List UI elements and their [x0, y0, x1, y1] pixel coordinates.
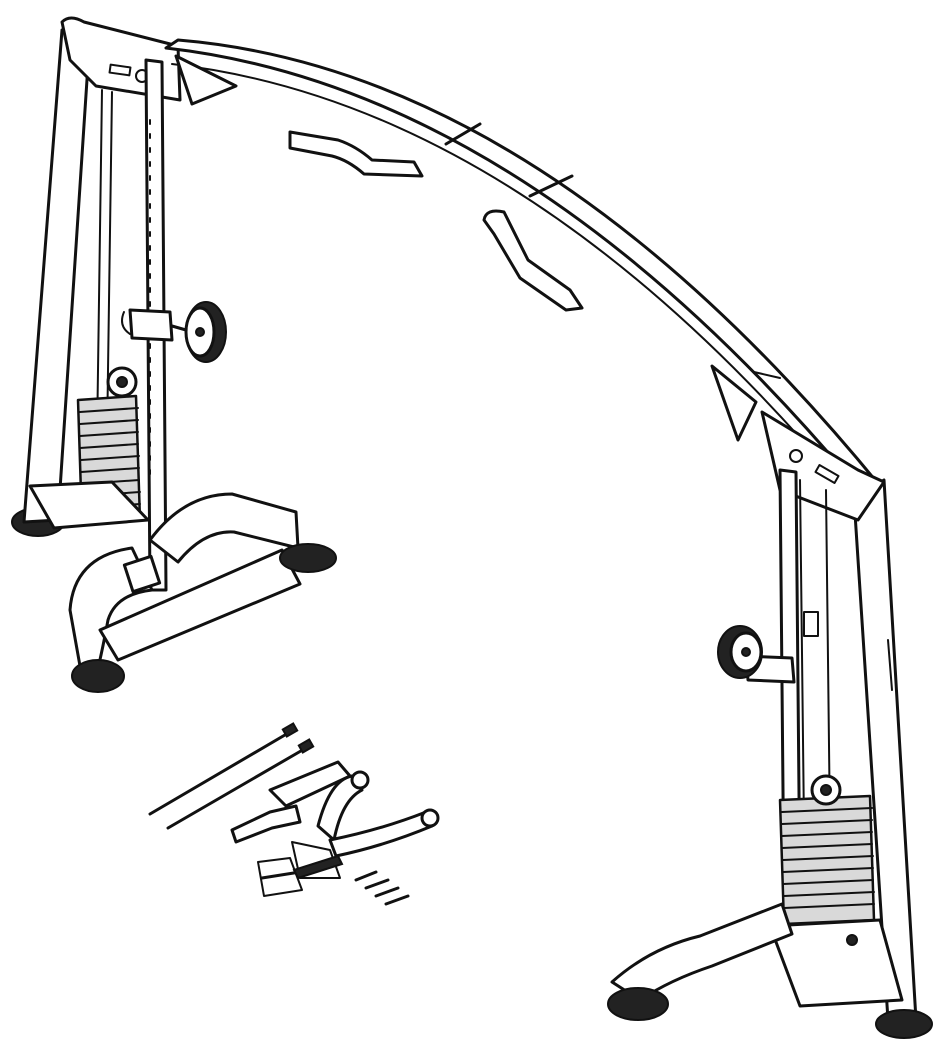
arch-right-gusset: [710, 364, 758, 442]
right-front-foot-arm: [610, 902, 794, 1002]
curl-bar-right-arm: [328, 810, 434, 858]
left-carriage-pop-pin: [121, 311, 131, 335]
arch-clamp: [753, 371, 781, 379]
left-pulley-carriage: [128, 308, 174, 342]
arch-left-gusset: [174, 54, 238, 106]
right-tower: [607, 410, 933, 1039]
left-foot-crossbar: [98, 548, 302, 662]
arch-beam-inner-edge: [171, 63, 843, 487]
left-base-plate: [28, 480, 150, 530]
right-foot-pad-front: [607, 987, 669, 1021]
arch-peg-1: [444, 122, 482, 146]
left-pullup-handle: [288, 130, 424, 178]
left-foot-bracket: [122, 554, 162, 594]
accessories: [148, 722, 440, 906]
left-foot-pad-front: [71, 659, 125, 693]
right-head-slot: [814, 464, 840, 484]
stirrup-handle-2: [291, 841, 341, 879]
pin-2: [364, 878, 390, 890]
left-head-slot: [108, 63, 132, 77]
cable-1: [148, 730, 292, 816]
right-foot-pad-rear: [875, 1009, 933, 1039]
pin-1: [354, 870, 378, 882]
left-tower: [11, 16, 227, 592]
pin-4: [384, 894, 410, 906]
right-head-pulley-icon: [789, 449, 803, 463]
arch-peg-2: [528, 174, 574, 198]
stirrup-handle-1: [257, 857, 303, 897]
left-foot-rear-tube: [148, 492, 300, 564]
cable-2: [166, 746, 308, 830]
right-weight-plates: [781, 807, 875, 909]
left-foot-pad-rear: [279, 543, 337, 573]
ankle-strap-tail: [230, 804, 302, 844]
pullup-handles: [288, 122, 584, 312]
right-base-plate: [768, 918, 904, 1008]
right-carriage-pop-pin: [803, 611, 819, 637]
left-front-foot: [68, 492, 337, 693]
pin-3: [374, 886, 400, 898]
right-pullup-handle: [482, 209, 584, 312]
